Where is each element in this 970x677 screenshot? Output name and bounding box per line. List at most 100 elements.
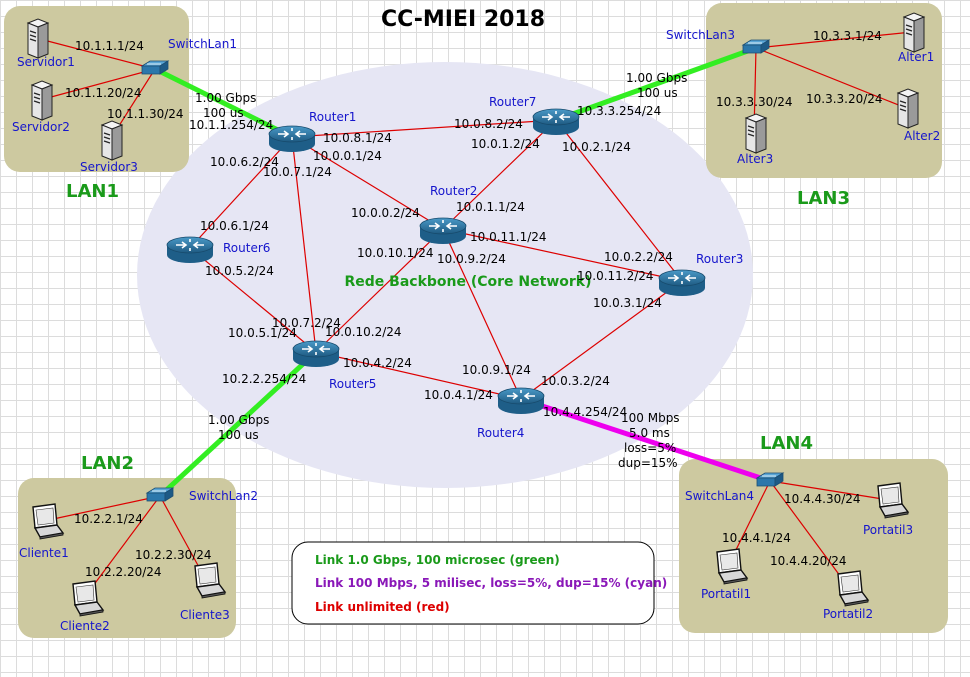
switchlan4-label: SwitchLan4 [685,489,754,503]
servidor3-icon[interactable] [101,120,123,161]
link-router7-switchlan3 [555,45,757,123]
ip-label: 10.0.10.1/24 [357,246,434,260]
ip-label: 10.4.4.1/24 [722,531,791,545]
link-router5-router4 [315,351,522,400]
legend: Link 1.0 Gbps, 100 microsec (green) Link… [291,541,667,625]
ip-label: 10.2.2.1/24 [74,512,143,526]
lan3-link-speed: 1.00 Gbps [626,71,687,85]
switchlan2-label: SwitchLan2 [189,489,258,503]
ip-label: 10.0.11.1/24 [470,230,547,244]
ip-label: 10.3.3.30/24 [716,95,793,109]
link-router2-router5 [315,228,444,353]
lan2-link-delay: 100 us [218,428,259,442]
ip-label: 10.0.6.2/24 [210,155,279,169]
link-switchlan3-alter1 [755,31,913,49]
lan1-label: LAN1 [66,181,119,202]
lan4-link-delay: 5.0 ms [629,426,670,440]
ip-label: 10.0.10.2/24 [325,325,402,339]
router4-icon[interactable] [497,387,545,415]
ip-label: 10.3.3.20/24 [806,92,883,106]
router3-icon[interactable] [658,269,706,297]
ip-label: 10.0.1.2/24 [471,137,540,151]
servidor1-icon[interactable] [27,18,49,59]
link-router5-switchlan2 [158,350,318,498]
lan2-label: LAN2 [81,453,134,474]
alter1-icon[interactable] [903,12,925,53]
portatil1-label: Portatil1 [701,587,751,601]
alter2-icon[interactable] [897,88,919,129]
router1-label: Router1 [309,110,356,124]
lan4-link-loss: loss=5% [624,441,676,455]
servidor2-label: Servidor2 [12,120,70,134]
ip-label: 10.2.2.20/24 [85,565,162,579]
alter2-label: Alter2 [904,129,940,143]
portatil3-label: Portatil3 [863,523,913,537]
router2-label: Router2 [430,184,477,198]
link-servidor2-switchlan1 [39,68,156,101]
router6-label: Router6 [223,241,270,255]
router1-icon[interactable] [268,125,316,153]
alter3-icon[interactable] [745,113,767,154]
lan1-link-speed: 1.00 Gbps [195,91,256,105]
switchlan1-label: SwitchLan1 [168,37,237,51]
ip-label: 10.1.1.1/24 [75,39,144,53]
portatil2-label: Portatil2 [823,607,873,621]
link-router1-router2 [291,136,444,230]
link-router1-router6 [189,136,293,249]
switchlan3-label: SwitchLan3 [666,28,735,42]
link-switchlan3-alter2 [755,47,907,109]
ip-label: 10.0.5.2/24 [205,264,274,278]
lan2-area [18,478,236,638]
ip-label: 10.0.7.1/24 [263,165,332,179]
link-switchlan4-portatil3 [769,480,890,501]
router5-icon[interactable] [292,340,340,368]
legend-green-text: Link 1.0 Gbps, 100 microsec (green) [315,553,560,567]
lan4-area [679,459,948,633]
router6-icon[interactable] [166,236,214,264]
link-router2-router4 [442,228,522,400]
link-router4-switchlan4 [520,396,771,484]
router4-label: Router4 [477,426,524,440]
ip-label: 10.0.2.2/24 [604,250,673,264]
link-router2-router3 [442,228,683,282]
legend-magenta-text: Link 100 Mbps, 5 milisec, loss=5%, dup=1… [315,576,667,590]
router2-icon[interactable] [419,217,467,245]
lan4-link-speed: 100 Mbps [621,411,680,425]
cliente2-label: Cliente2 [60,619,110,633]
router5-label: Router5 [329,377,376,391]
ip-label: 10.0.9.1/24 [462,363,531,377]
lan1-link-delay: 100 us [203,106,244,120]
link-router3-router4 [520,280,683,400]
ip-label: 10.4.4.20/24 [770,554,847,568]
router7-icon[interactable] [532,108,580,136]
ip-label: 10.0.8.2/24 [454,117,523,131]
servidor2-icon[interactable] [31,80,53,121]
link-switchlan2-cliente2 [83,495,161,599]
link-router7-router3 [555,119,683,282]
core-network-label: Rede Backbone (Core Network) [344,274,591,290]
link-router1-router5 [291,136,317,353]
ip-label: 10.0.7.2/24 [272,316,341,330]
ip-label: 10.2.2.254/24 [222,372,306,386]
link-router7-router2 [442,119,557,230]
lan4-link-dup: dup=15% [618,456,678,470]
link-switchlan4-portatil2 [769,480,850,589]
lan2-link-speed: 1.00 Gbps [208,413,269,427]
router7-label: Router7 [489,95,536,109]
ip-label: 10.0.4.2/24 [343,356,412,370]
ip-label: 10.0.8.1/24 [323,131,392,145]
ip-label: 10.3.3.1/24 [813,29,882,43]
lan1-area [4,6,189,172]
alter3-label: Alter3 [737,152,773,166]
cliente1-label: Cliente1 [19,546,69,560]
servidor1-label: Servidor1 [17,55,75,69]
ip-label: 10.0.3.1/24 [593,296,662,310]
alter1-label: Alter1 [898,50,934,64]
device-labels: Servidor1 Servidor2 Servidor3 SwitchLan1… [12,28,940,633]
ip-label: 10.0.0.2/24 [351,206,420,220]
ip-label: 10.0.3.2/24 [541,374,610,388]
ip-label: 10.0.2.1/24 [562,140,631,154]
core-network-area [137,62,753,488]
